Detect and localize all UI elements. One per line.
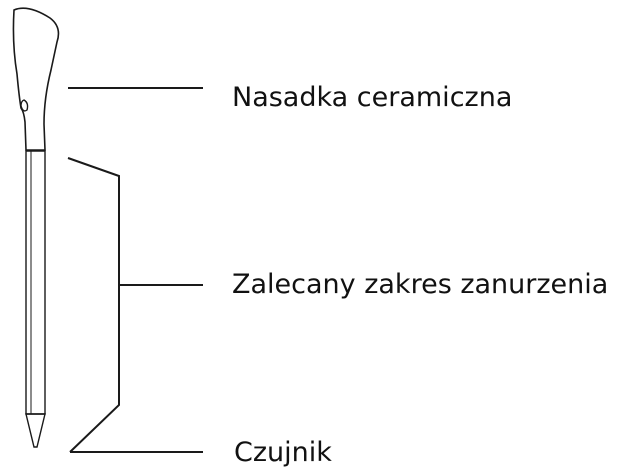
label-immersion-range: Zalecany zakres zanurzenia bbox=[232, 269, 609, 300]
ceramic-cap bbox=[12, 7, 60, 151]
probe-shaft bbox=[25, 150, 46, 415]
bracket-immersion-range bbox=[67, 157, 120, 453]
sensor-tip bbox=[25, 413, 46, 448]
label-sensor: Czujnik bbox=[234, 437, 332, 468]
label-ceramic-tip: Nasadka ceramiczna bbox=[232, 82, 513, 113]
cap-hole bbox=[20, 99, 29, 112]
